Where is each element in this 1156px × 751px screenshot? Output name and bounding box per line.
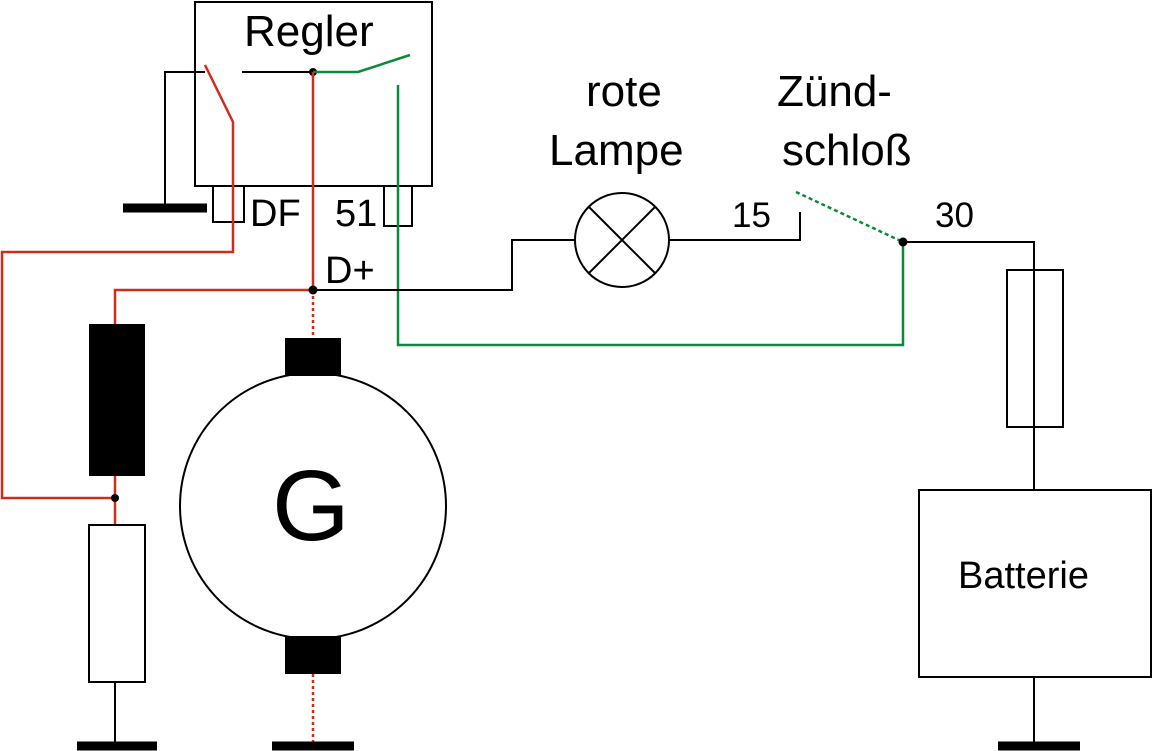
generator: G [179,338,447,674]
terminal-51-label: 51 [335,193,377,235]
df-label: DF [250,193,301,235]
red-wires [0,64,315,742]
terminal-30-wire [903,241,1035,270]
terminal-15-label: 15 [732,196,771,235]
red-field-switch [0,64,235,500]
generator-label: G [272,450,350,562]
red-excitation-wire [113,288,313,324]
generator-top-brush [285,338,341,376]
d-plus-node [308,285,318,295]
d-plus-label: D+ [325,250,375,292]
ignition-switch-blade [795,190,904,244]
field-junction-node [111,494,119,502]
regulator-ground-lead [164,71,205,208]
ignition-label-line2: schloß [782,126,912,175]
lamp-label-line2: Lampe [549,126,684,175]
lamp-cross-b [588,206,656,274]
regulator-green-switch [313,53,411,74]
ignition-label-line1: Zünd- [777,67,892,116]
green-51-wire [396,85,905,347]
lamp-15-wire [669,212,801,241]
field-resistor [88,524,146,683]
green-wires [396,85,905,347]
lamp-label-line1: rote [586,67,662,116]
d-plus-lamp-wire [313,239,575,291]
terminal-30-label: 30 [935,196,974,235]
df-terminal [212,186,245,223]
battery-label: Batterie [958,555,1089,597]
field-winding [89,324,145,476]
red-lamp [574,192,670,288]
regulator-label: Regler [244,7,374,56]
generator-bottom-brush [285,636,341,674]
